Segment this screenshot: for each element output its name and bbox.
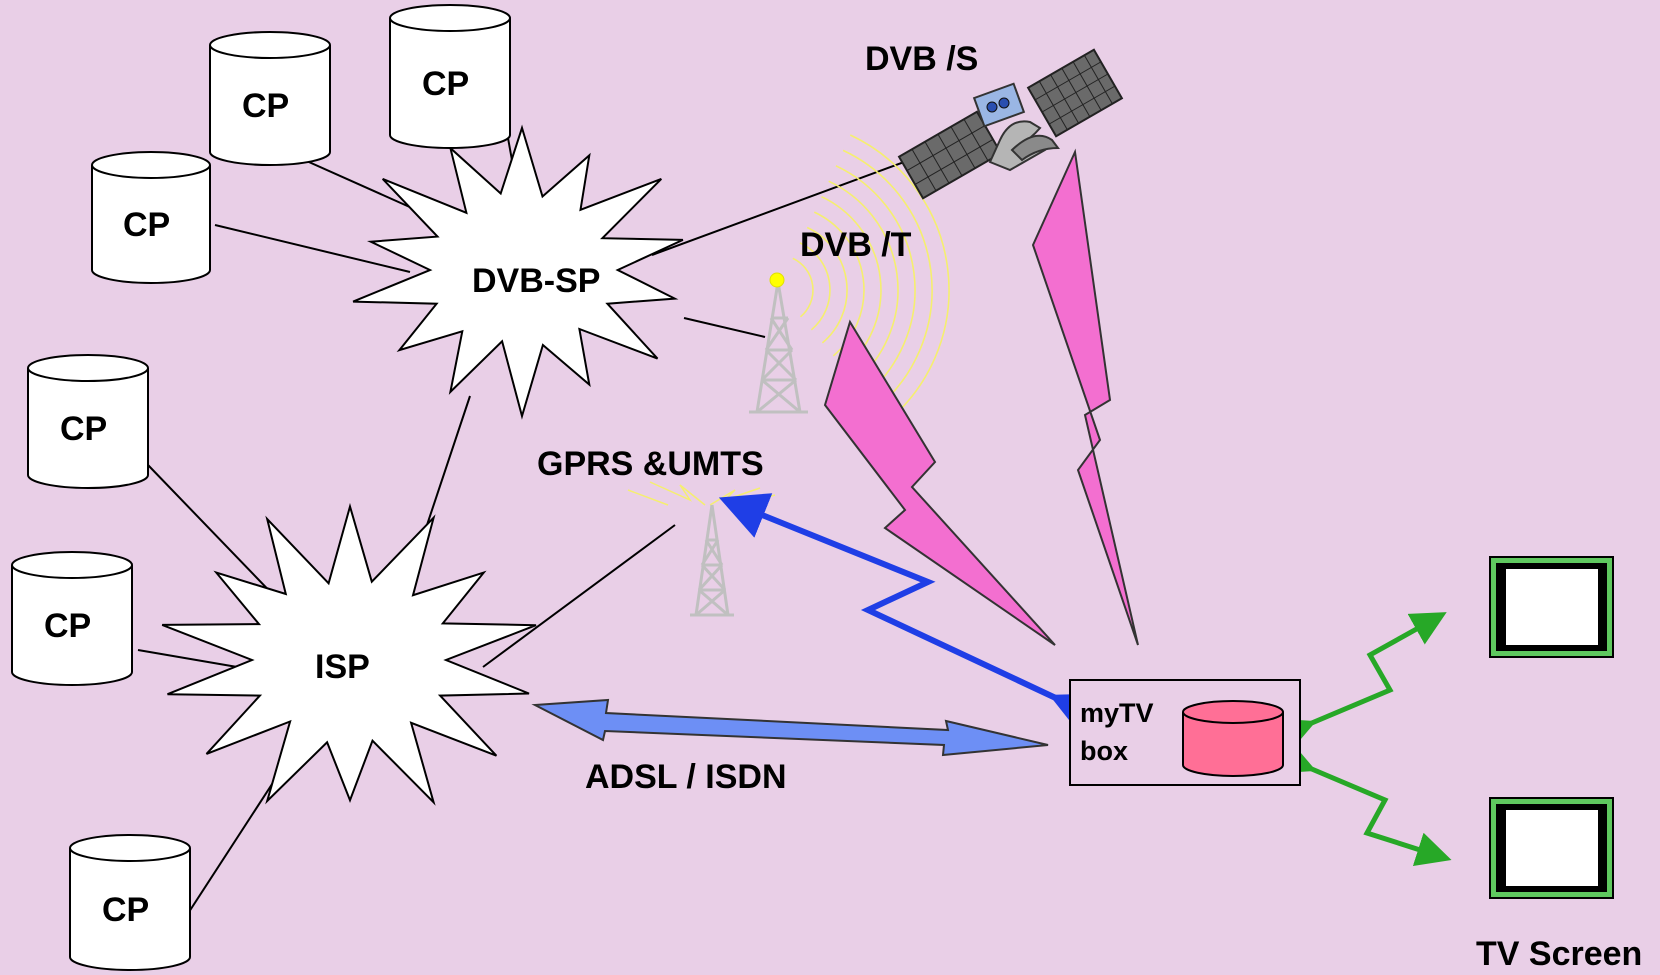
tv-screen-icon: [1489, 556, 1614, 658]
label-dvb-s: DVB /S: [865, 40, 978, 78]
label-tv-screen: TV Screen: [1476, 935, 1642, 973]
broadcast-tower-icon: [749, 272, 808, 414]
line-cp3-dvbsp: [214, 224, 411, 273]
content-provider-cylinder: CP: [69, 834, 191, 971]
tv-screen-lower: [1489, 797, 1614, 899]
label-adsl-isdn: ADSL / ISDN: [585, 758, 787, 796]
label-dvb-sp: DVB-SP: [472, 262, 600, 300]
line-dvbsp-tower: [683, 317, 766, 338]
content-provider-label: CP: [44, 607, 91, 645]
content-provider-cylinder: CP: [389, 4, 511, 149]
network-clouds: [161, 124, 684, 806]
line-isp-gprs: [482, 524, 676, 668]
label-isp: ISP: [315, 648, 370, 686]
mytv-box-label-line2: box: [1080, 736, 1128, 766]
line-dvbsp-isp: [421, 395, 471, 541]
content-provider-cylinder: CP: [91, 151, 211, 284]
satellite-icon: [897, 48, 1124, 200]
dvb-t-signal-bolt: [823, 319, 1056, 646]
content-provider-label: CP: [422, 65, 469, 103]
label-gprs-umts: GPRS &UMTS: [537, 445, 764, 483]
dvb-sp-cloud: [352, 124, 684, 420]
tv-screen-icon: [1489, 797, 1614, 899]
content-provider-label: CP: [123, 206, 170, 244]
adsl-isdn-link-arrow: [531, 698, 1049, 757]
content-provider-label: CP: [102, 891, 149, 929]
storage-disk-icon: [1182, 700, 1284, 777]
content-provider-label: CP: [242, 87, 289, 125]
line-cp4-isp: [147, 464, 284, 606]
tv-link-arrows: [1277, 612, 1452, 867]
mytv-box: myTV box: [1069, 679, 1301, 786]
content-provider-cylinder: CP: [11, 551, 133, 686]
content-provider-label: CP: [60, 410, 107, 448]
content-provider-cylinder: CP: [27, 354, 149, 489]
line-cp5-isp: [137, 649, 244, 669]
line-dvbsp-satellite: [651, 157, 916, 256]
dvb-s-signal-bolt: [1031, 148, 1139, 646]
tv-screen-upper: [1489, 556, 1614, 658]
content-providers: CP CP CP CP CP CP: [11, 4, 511, 971]
label-dvb-t: DVB /T: [800, 226, 912, 264]
tv-link-arrow-lower: [1277, 741, 1452, 867]
isp-cloud: [161, 502, 537, 806]
mobile-tower-icon: [627, 481, 776, 617]
content-provider-cylinder: CP: [209, 31, 331, 166]
mytv-box-label-line1: myTV: [1080, 698, 1154, 728]
mobile-link-arrow: [718, 493, 1103, 738]
tv-link-arrow-upper: [1277, 612, 1447, 751]
